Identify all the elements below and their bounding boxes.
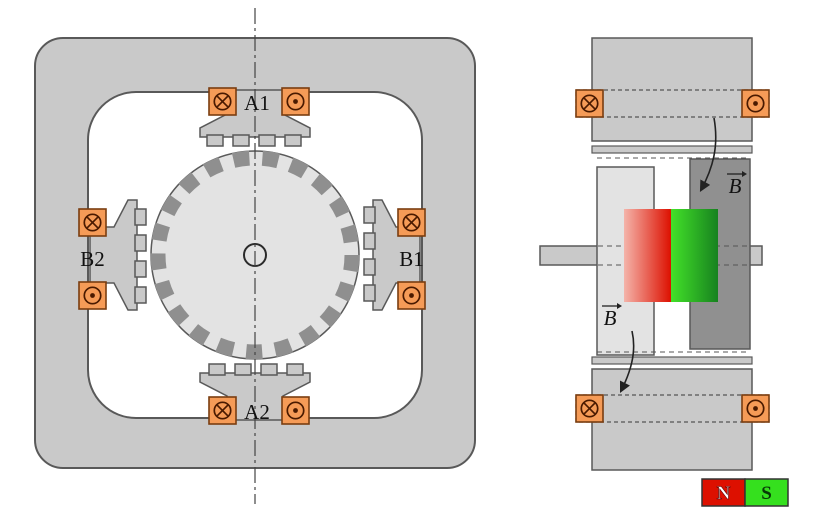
stator-top-pole-face xyxy=(591,145,753,154)
flux-arrow-bottom: B xyxy=(602,303,635,394)
phase-label-b1: B1 xyxy=(399,247,424,271)
stator-bottom-block xyxy=(591,368,753,471)
top-coil xyxy=(575,89,770,118)
right-view-axial-section: B B xyxy=(539,37,770,471)
flux-arrow-top: B xyxy=(699,117,747,198)
coil-b2 xyxy=(78,208,107,310)
coil-a1 xyxy=(208,87,310,116)
vector-arrow-head xyxy=(617,303,622,309)
legend-north-label: N xyxy=(717,483,731,504)
flux-arrow-curve xyxy=(699,117,717,192)
phase-label-b2: B2 xyxy=(80,247,105,271)
flux-arrow-curve xyxy=(619,330,635,394)
stator-top-block xyxy=(591,37,753,142)
coil-b1 xyxy=(397,208,426,310)
field-label-b-top: B xyxy=(729,174,742,198)
bottom-coil xyxy=(575,394,770,423)
coil-a2 xyxy=(208,396,310,425)
legend-south-swatch xyxy=(744,478,789,507)
shaft-right-stub xyxy=(748,245,763,266)
permanent-magnet-south xyxy=(671,209,718,302)
phase-label-a1: A1 xyxy=(244,91,270,115)
legend-south-label: S xyxy=(761,483,772,504)
phase-label-a2: A2 xyxy=(244,400,270,424)
left-view-cross-section: A1 A2 B1 B2 xyxy=(34,8,476,504)
stator-bottom-pole-face xyxy=(591,356,753,365)
field-label-b-bottom: B xyxy=(604,306,617,330)
shaft-left-stub xyxy=(539,245,599,266)
permanent-magnet-north xyxy=(624,209,671,302)
vector-arrow-head xyxy=(742,171,747,177)
magnet-polarity-legend: N S xyxy=(701,478,789,507)
